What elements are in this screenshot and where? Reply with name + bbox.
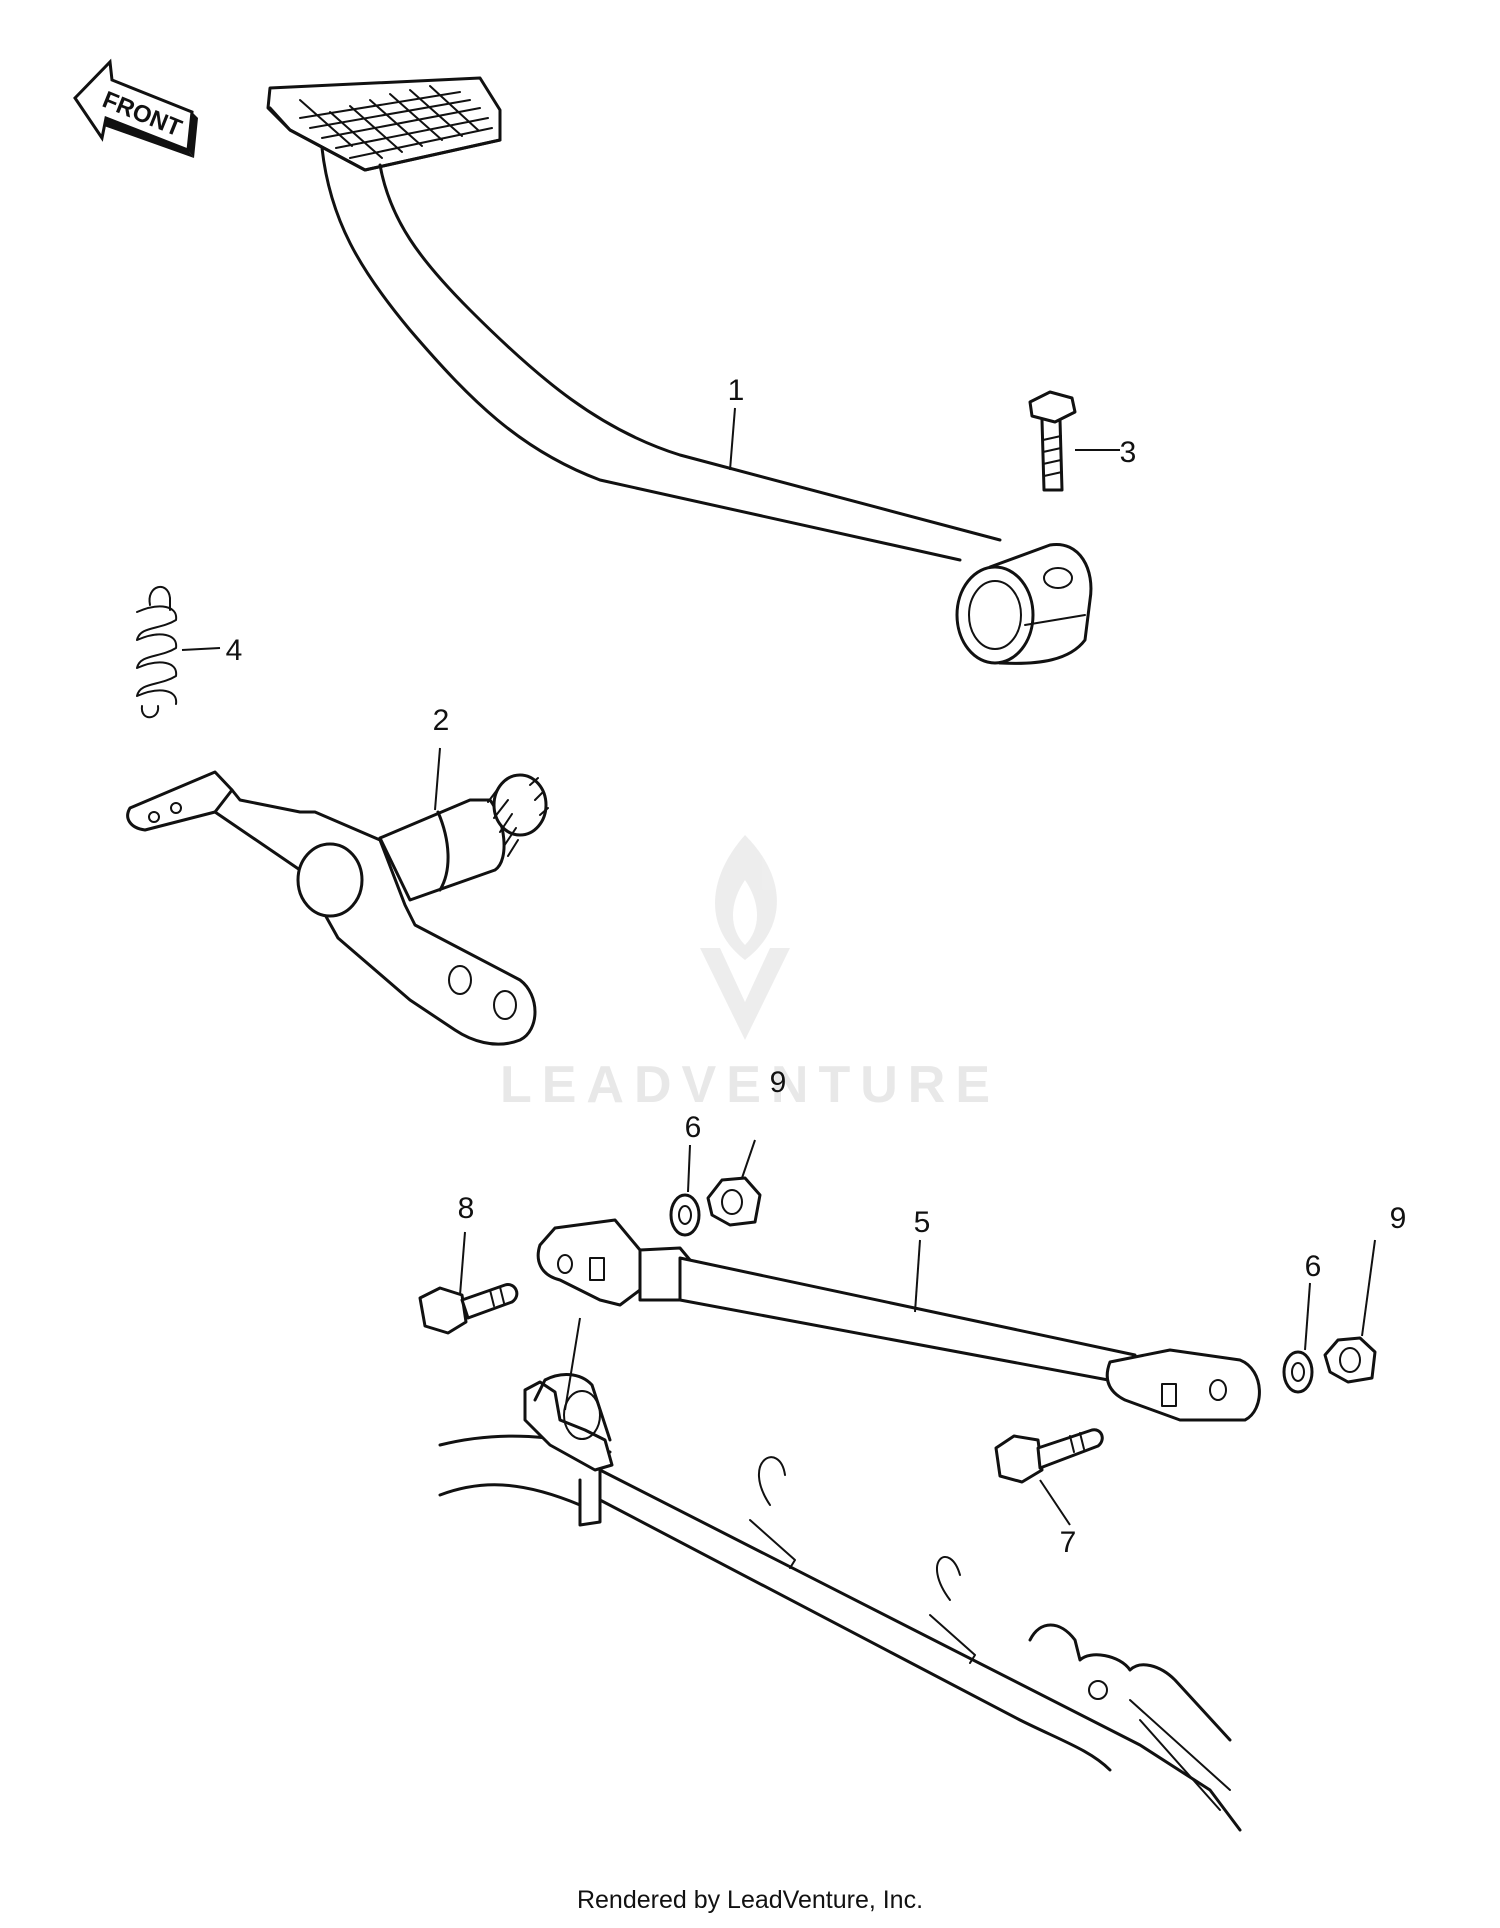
callout-3: 3 (1120, 436, 1137, 469)
leader-lines (181, 407, 1376, 1526)
callout-6-lower: 6 (1305, 1250, 1322, 1283)
callout-4: 4 (226, 634, 243, 667)
callout-7: 7 (1060, 1526, 1077, 1559)
callout-labels: 1 2 3 4 5 6 6 7 8 9 9 (226, 374, 1407, 1559)
callout-9-lower: 9 (1390, 1202, 1407, 1235)
callout-1: 1 (728, 374, 745, 407)
washer-part-6-lower (1282, 1350, 1314, 1394)
brake-pedal (266, 76, 1093, 665)
watermark-text: LEADVENTURE (500, 1056, 1000, 1114)
callout-2: 2 (433, 704, 450, 737)
brake-rod-part-5 (536, 1218, 1261, 1422)
nut-part-9-upper (706, 1176, 762, 1227)
callout-5: 5 (914, 1206, 931, 1239)
bolt-part-8 (418, 1283, 519, 1335)
washer-part-6-upper (669, 1193, 701, 1237)
callout-8: 8 (458, 1192, 475, 1225)
footer-credit: Rendered by LeadVenture, Inc. (576, 1886, 924, 1914)
bolt-part-7 (994, 1428, 1104, 1484)
bolt-part-3 (1028, 390, 1077, 492)
pedal-shaft-part-2 (126, 770, 549, 1046)
callout-6-upper: 6 (685, 1111, 702, 1144)
frame-section (438, 1373, 1242, 1832)
spring-part-4 (136, 586, 178, 719)
callout-9-upper: 9 (770, 1066, 787, 1099)
nut-part-9-lower (1323, 1336, 1377, 1384)
front-arrow-icon: FRONT (73, 58, 198, 158)
leadventure-watermark: LEADVENTURE (500, 835, 1000, 1114)
